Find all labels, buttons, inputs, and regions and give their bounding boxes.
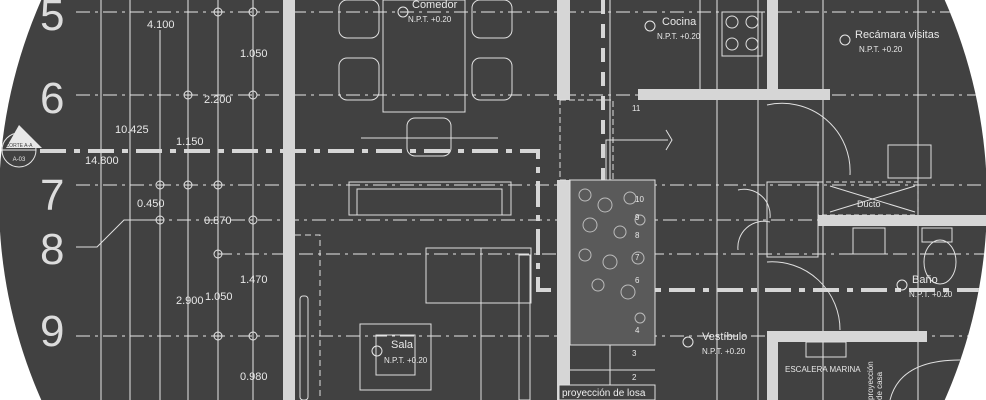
section-sheet: A-03 — [13, 157, 26, 163]
level-marker-icon — [896, 279, 908, 291]
step-number: 8 — [635, 231, 640, 240]
dining-table — [382, 0, 466, 113]
room-recamara-visitas: Recámara visitas N.P.T. +0.20 — [839, 29, 940, 54]
step-number: 4 — [635, 326, 640, 335]
room-vestibulo: Vestíbulo N.P.T. +0.20 — [682, 331, 747, 356]
axis-label-9: 9 — [40, 307, 64, 356]
svg-text:N.P.T. +0.20: N.P.T. +0.20 — [657, 32, 701, 41]
svg-text:N.P.T. +0.20: N.P.T. +0.20 — [384, 356, 428, 365]
proyeccion-losa-label: proyección de losa — [562, 388, 646, 399]
svg-text:N.P.T. +0.20: N.P.T. +0.20 — [408, 15, 452, 24]
step-number: 3 — [632, 349, 637, 358]
level-marker-icon — [682, 336, 694, 348]
axis-label-6: 6 — [40, 74, 64, 123]
svg-text:Comedor: Comedor — [412, 0, 458, 11]
room-sala: Sala N.P.T. +0.20 — [371, 339, 428, 365]
step-number: 6 — [635, 276, 640, 285]
dimensions: 4.100 1.050 2.200 10.425 1.150 14.800 0.… — [85, 19, 268, 383]
svg-text:Cocina: Cocina — [662, 16, 697, 28]
dimension: 1.470 — [240, 274, 268, 286]
sink — [852, 227, 886, 255]
step-number: 2 — [632, 373, 637, 382]
dimension: 4.100 — [147, 19, 175, 31]
room-cocina: Cocina N.P.T. +0.20 — [644, 16, 701, 41]
dimension: 1.150 — [176, 136, 204, 148]
svg-text:N.P.T. +0.20: N.P.T. +0.20 — [702, 347, 746, 356]
step-number: 10 — [635, 195, 644, 204]
svg-text:N.P.T. +0.20: N.P.T. +0.20 — [859, 45, 903, 54]
dimension: 1.050 — [205, 291, 233, 303]
dimension: 2.900 — [176, 295, 204, 307]
room-comedor: Comedor N.P.T. +0.20 — [397, 0, 458, 24]
step-number: 7 — [635, 253, 640, 262]
axis-label-5: 5 — [40, 0, 64, 40]
svg-text:Sala: Sala — [391, 339, 414, 351]
walls — [283, 0, 986, 400]
level-marker-icon — [644, 20, 656, 32]
axis-label-8: 8 — [40, 225, 64, 274]
axis-label-7: 7 — [40, 171, 64, 220]
de-casa-label: de casa — [875, 371, 884, 400]
stair: 11 10 9 8 7 6 4 3 2 — [569, 104, 656, 382]
dimension: 0.980 — [240, 371, 268, 383]
svg-text:N.P.T. +0.20: N.P.T. +0.20 — [909, 290, 953, 299]
svg-text:Recámara visitas: Recámara visitas — [855, 29, 940, 41]
proyeccion-casa-label: proyección — [866, 361, 875, 400]
level-marker-icon — [371, 345, 383, 357]
section-marker[interactable]: CORTE A-A A-03 — [1, 125, 42, 168]
step-number: 11 — [632, 104, 641, 113]
svg-text:Vestíbulo: Vestíbulo — [702, 331, 747, 343]
proyeccion-losa-box — [558, 384, 656, 400]
dimension: 2.200 — [204, 94, 232, 106]
axis-labels: 5 6 7 8 9 — [40, 0, 64, 356]
dimension: 1.050 — [240, 48, 268, 60]
step-number: 9 — [635, 213, 640, 222]
room-labels: Comedor N.P.T. +0.20 Cocina N.P.T. +0.20… — [371, 0, 953, 400]
dimension: 14.800 — [85, 155, 119, 167]
sofa — [425, 247, 532, 304]
svg-text:Baño: Baño — [912, 274, 938, 286]
toilet-tank — [921, 227, 953, 243]
level-marker-icon — [397, 6, 409, 18]
dimension: 0.870 — [204, 215, 232, 227]
escalera-marina-label: ESCALERA MARINA — [785, 365, 861, 374]
coffee-table — [359, 323, 432, 391]
section-title: CORTE A-A — [6, 143, 34, 149]
room-bano: Baño N.P.T. +0.20 — [896, 274, 953, 299]
furniture — [295, 0, 961, 400]
stove — [721, 11, 763, 57]
dimension: 10.425 — [115, 124, 149, 136]
grid-nodes — [155, 7, 258, 341]
ducto-label: Ducto — [857, 199, 881, 209]
dimension: 0.450 — [137, 198, 165, 210]
level-marker-icon — [839, 34, 851, 46]
